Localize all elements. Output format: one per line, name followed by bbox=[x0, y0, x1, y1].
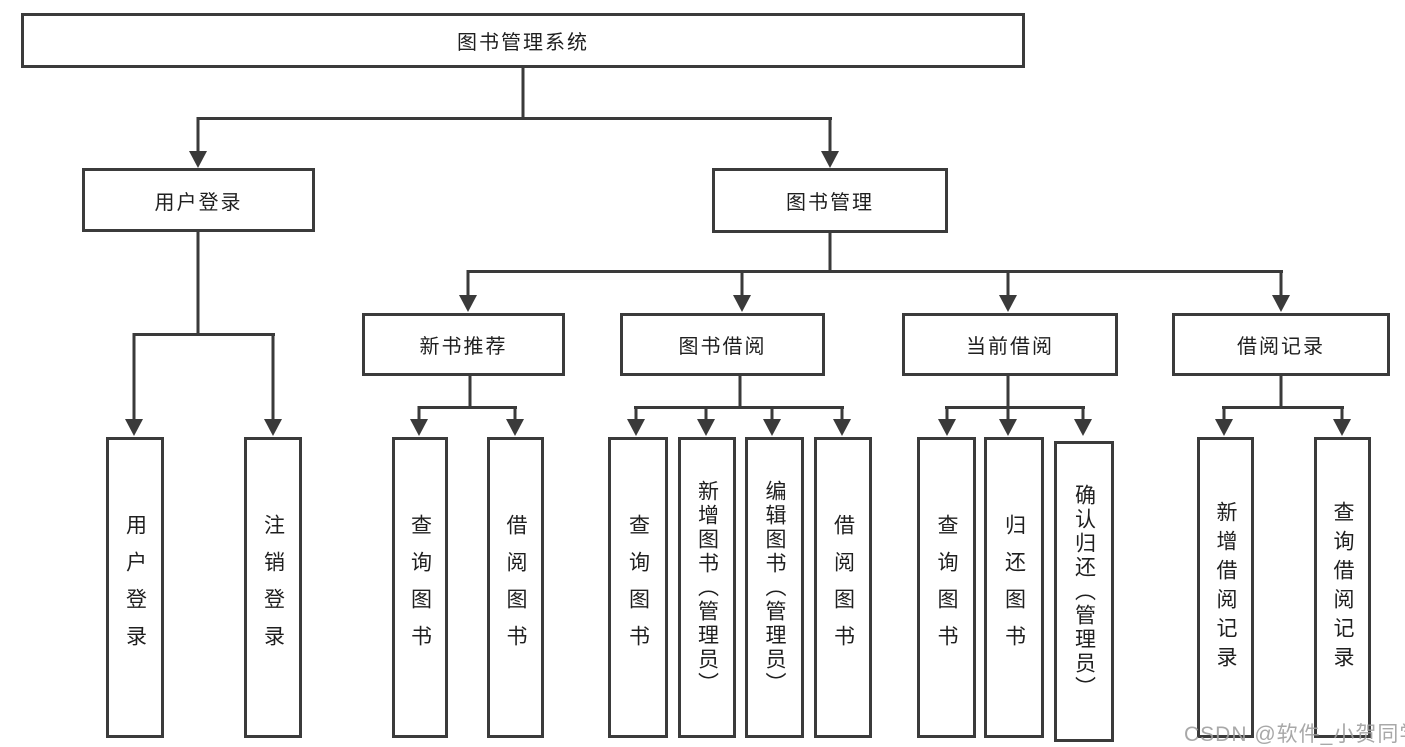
connector-borrow-books-b-stem bbox=[840, 406, 844, 421]
connector-query-books-c-stem bbox=[945, 406, 949, 421]
arrow-to-user-login bbox=[189, 151, 207, 168]
node-book-management: 图书管理 bbox=[712, 168, 948, 233]
arrow-to-current-borrowing bbox=[999, 295, 1017, 312]
node-leaf-add-books-admin: 新增图书（管理员） bbox=[678, 437, 736, 738]
connector-level2-rail bbox=[197, 117, 832, 120]
node-leaf-borrow-books-b: 借阅图书 bbox=[814, 437, 872, 738]
node-new-book-recommend: 新书推荐 bbox=[362, 313, 565, 376]
connector-user-login-stem bbox=[196, 117, 200, 153]
arrow-to-return-books bbox=[999, 419, 1017, 436]
connector-new-book-down bbox=[468, 376, 472, 409]
arrow-to-new-book-recommend bbox=[459, 295, 477, 312]
arrow-to-book-management bbox=[821, 151, 839, 168]
connector-new-book-stem bbox=[466, 270, 470, 297]
node-leaf-edit-books-admin: 编辑图书（管理员） bbox=[745, 437, 804, 738]
connector-query-record-stem bbox=[1340, 406, 1344, 421]
connector-new-book-rail bbox=[418, 406, 517, 409]
connector-book-borrowing-down bbox=[738, 376, 742, 409]
connector-user-login-down bbox=[196, 232, 200, 336]
arrow-to-borrow-books-b bbox=[833, 419, 851, 436]
connector-add-books-stem bbox=[704, 406, 708, 421]
connector-book-management-down bbox=[828, 233, 832, 273]
connector-book-management-stem bbox=[828, 117, 832, 153]
arrow-to-borrowing-records bbox=[1272, 295, 1290, 312]
connector-borrowing-records-stem bbox=[1279, 270, 1283, 297]
connector-query-books-b-stem bbox=[634, 406, 638, 421]
connector-query-books-a-stem bbox=[417, 406, 421, 421]
node-leaf-confirm-return-admin: 确认归还（管理员） bbox=[1054, 441, 1114, 742]
arrow-to-confirm-return-admin bbox=[1074, 419, 1092, 436]
node-leaf-query-books-c: 查询图书 bbox=[917, 437, 976, 738]
node-leaf-query-books-a: 查询图书 bbox=[392, 437, 448, 738]
connector-current-borrowing-rail bbox=[945, 406, 1085, 409]
node-leaf-logout: 注销登录 bbox=[244, 437, 302, 738]
arrow-to-borrow-books-a bbox=[506, 419, 524, 436]
node-leaf-query-books-b: 查询图书 bbox=[608, 437, 668, 738]
connector-edit-books-stem bbox=[770, 406, 774, 421]
arrow-to-query-borrow-record bbox=[1333, 419, 1351, 436]
node-leaf-return-books: 归还图书 bbox=[984, 437, 1044, 738]
arrow-to-query-books-a bbox=[410, 419, 428, 436]
connector-level3-rail bbox=[467, 270, 1283, 273]
connector-add-record-stem bbox=[1222, 406, 1226, 421]
arrow-to-query-books-c bbox=[938, 419, 956, 436]
arrow-to-book-borrowing bbox=[733, 295, 751, 312]
node-user-login: 用户登录 bbox=[82, 168, 315, 232]
arrow-to-leaf-logout bbox=[264, 419, 282, 436]
connector-leaf-logout-stem bbox=[271, 333, 275, 419]
connector-book-borrowing-rail bbox=[634, 406, 844, 409]
node-leaf-add-borrow-record: 新增借阅记录 bbox=[1197, 437, 1254, 738]
connector-book-borrowing-stem bbox=[740, 270, 744, 297]
arrow-to-add-borrow-record bbox=[1215, 419, 1233, 436]
connector-user-login-rail bbox=[133, 333, 275, 336]
arrow-to-edit-books-admin bbox=[763, 419, 781, 436]
node-current-borrowing: 当前借阅 bbox=[902, 313, 1118, 376]
node-root-system: 图书管理系统 bbox=[21, 13, 1025, 68]
node-borrowing-records: 借阅记录 bbox=[1172, 313, 1390, 376]
connector-borrowing-records-rail bbox=[1222, 406, 1344, 409]
csdn-watermark: CSDN @软件_小贺同学 bbox=[1184, 723, 1405, 746]
node-leaf-query-borrow-record: 查询借阅记录 bbox=[1314, 437, 1371, 738]
arrow-to-query-books-b bbox=[627, 419, 645, 436]
arrow-to-add-books-admin bbox=[697, 419, 715, 436]
connector-current-borrowing-stem bbox=[1006, 270, 1010, 297]
connector-root-stem bbox=[521, 68, 525, 118]
connector-confirm-return-stem bbox=[1081, 406, 1085, 421]
connector-borrowing-records-down bbox=[1279, 376, 1283, 409]
connector-leaf-user-login-stem bbox=[132, 333, 136, 419]
node-leaf-user-login: 用户登录 bbox=[106, 437, 164, 738]
arrow-to-leaf-user-login bbox=[125, 419, 143, 436]
node-book-borrowing: 图书借阅 bbox=[620, 313, 825, 376]
connector-return-books-stem bbox=[1006, 406, 1010, 421]
node-leaf-borrow-books-a: 借阅图书 bbox=[487, 437, 544, 738]
connector-current-borrowing-down bbox=[1006, 376, 1010, 409]
connector-borrow-books-a-stem bbox=[513, 406, 517, 421]
